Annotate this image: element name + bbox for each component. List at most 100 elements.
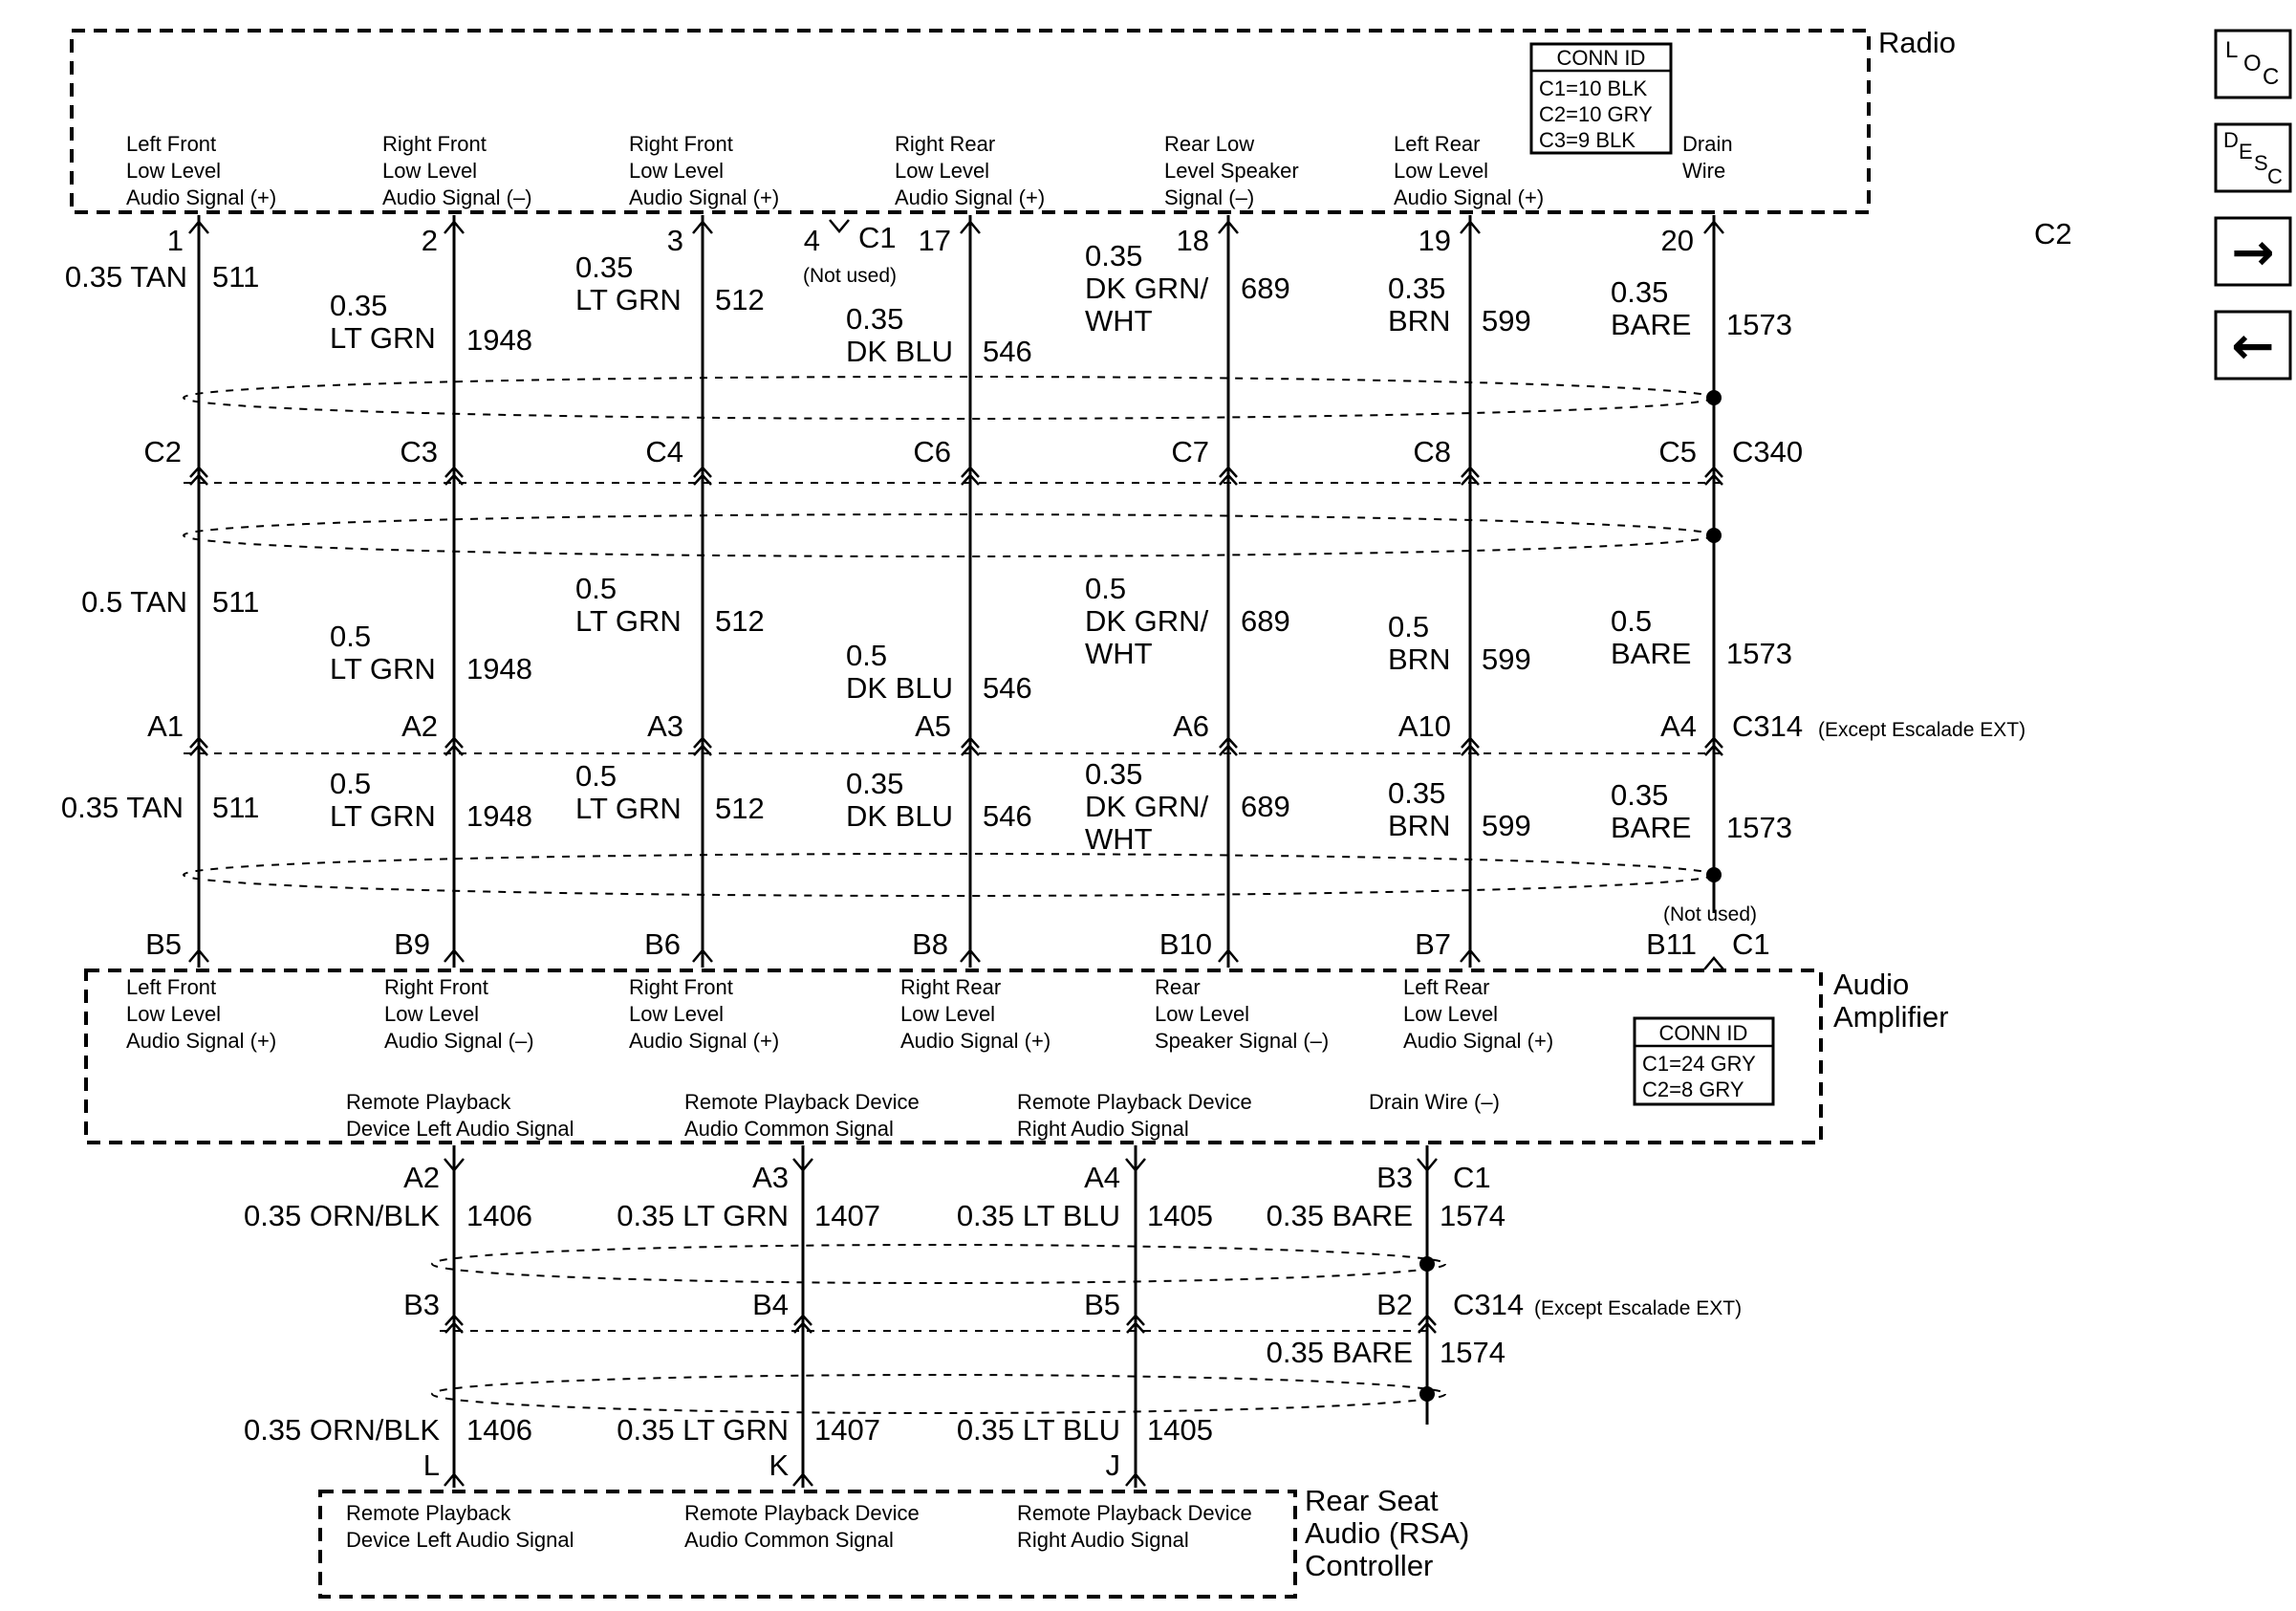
radio-conn-id-line: C2=10 GRY — [1539, 102, 1653, 126]
rsa-pin: L — [423, 1448, 440, 1482]
pin-marker — [188, 220, 209, 234]
c314-upper-note: (Except Escalade EXT) — [1818, 719, 2025, 741]
location-letter: L — [2225, 37, 2238, 63]
seg2-color: BRN — [1388, 642, 1450, 676]
connector-pin-marker — [189, 466, 208, 478]
seg2-gauge-color: 0.5 TAN — [81, 585, 187, 619]
c340-pin: C4 — [645, 435, 683, 468]
radio-conn-id: CONN ID C1=10 BLK C2=10 GRY C3=9 BLK — [1529, 42, 1673, 155]
previous-page-button[interactable]: ← — [2214, 310, 2292, 381]
amp-output-pin: A4 — [1084, 1161, 1120, 1194]
seg1-gauge: 0.35 — [1085, 239, 1142, 272]
amplifier-box — [84, 969, 1823, 1144]
rsa-signal-label: Remote Playback — [346, 1501, 511, 1525]
seg2-color: DK GRN/ — [1085, 604, 1209, 638]
rsa-bottom-gauge-color: 0.35 LT BLU — [957, 1413, 1120, 1447]
seg3-gauge: 0.35 — [1085, 757, 1142, 791]
amplifier-signal-label: Low Level — [629, 1002, 724, 1026]
left-arrow-icon: ← — [2231, 316, 2274, 376]
seg1-circuit-number: 546 — [983, 335, 1032, 368]
seg1-gauge: 0.35 — [846, 302, 903, 336]
radio-pin-number: 17 — [919, 224, 951, 257]
connector-pin-marker — [1704, 736, 1723, 749]
seg3-gauge-color: 0.35 TAN — [61, 791, 184, 824]
c314-upper-pin: A2 — [401, 709, 438, 743]
amplifier-signal-label: Audio Signal (+) — [629, 1029, 779, 1053]
connector-pin-marker — [444, 736, 464, 749]
description-letter: E — [2239, 140, 2253, 163]
radio-pin-not-used: (Not used) — [803, 265, 897, 287]
connector-pin-marker — [693, 473, 712, 486]
shield-ellipse — [431, 1374, 1446, 1414]
radio-conn-id-header: CONN ID — [1557, 46, 1646, 70]
rsa-title: Controller — [1305, 1549, 1433, 1582]
c314-lower-note: (Except Escalade EXT) — [1534, 1297, 1742, 1319]
seg3-circuit-number: 689 — [1241, 790, 1290, 823]
seg1-circuit-number: 689 — [1241, 272, 1290, 305]
seg1-circuit-number: 511 — [212, 260, 259, 294]
amplifier-signal-label: Left Front — [126, 975, 216, 999]
rsa-bottom-circuit-number: 1406 — [466, 1413, 532, 1447]
pin-marker — [1218, 948, 1239, 963]
connector-pin-marker — [961, 744, 980, 756]
radio-connector-c2: C2 — [2034, 217, 2072, 250]
radio-signal-label: Audio Signal (+) — [895, 185, 1045, 209]
amp-input-pin: B10 — [1159, 927, 1212, 961]
rsa-signal-label: Remote Playback Device — [684, 1501, 920, 1525]
c340-pin: C2 — [143, 435, 182, 468]
seg3-color: BARE — [1611, 811, 1691, 844]
seg3-gauge: 0.35 — [846, 767, 903, 800]
c340-pin: C6 — [913, 435, 951, 468]
c314-upper-pin: A6 — [1173, 709, 1209, 743]
amplifier-signal-label: Speaker Signal (–) — [1155, 1029, 1329, 1053]
seg3-gauge: 0.5 — [330, 767, 371, 800]
radio-signal-label: Rear Low — [1164, 132, 1254, 156]
amplifier-remote-signal-label: Drain Wire (–) — [1369, 1090, 1500, 1114]
connector-pin-marker — [793, 1321, 812, 1334]
seg3-color: LT GRN — [575, 792, 682, 825]
connector-pin-marker — [1461, 473, 1480, 486]
c314-upper-pin: A1 — [147, 709, 184, 743]
seg3-gauge: 0.35 — [1611, 778, 1668, 812]
connector-pin-marker — [1219, 473, 1238, 486]
pin-marker — [444, 220, 465, 234]
description-button[interactable]: D E S C — [2214, 122, 2292, 193]
connector-pin-marker — [1461, 744, 1480, 756]
amplifier-remote-signal-label: Remote Playback — [346, 1090, 511, 1114]
rsa-title: Rear Seat — [1305, 1484, 1439, 1517]
seg2-circuit-number: 599 — [1482, 642, 1531, 676]
connector-pin-marker — [1461, 466, 1480, 478]
connector-pin-marker — [1219, 744, 1238, 756]
seg3-circuit-number: 1573 — [1726, 811, 1792, 844]
amplifier-remote-signal-label: Remote Playback Device — [1017, 1090, 1252, 1114]
seg2-color: LT GRN — [330, 652, 436, 686]
amplifier-signal-label: Right Rear — [900, 975, 1001, 999]
drain-splice-dot — [1419, 1256, 1435, 1272]
seg1-circuit-number: 1573 — [1726, 308, 1792, 341]
seg1-color: LT GRN — [575, 283, 682, 316]
seg1-color: DK BLU — [846, 335, 953, 368]
connector-pin-marker — [1418, 1314, 1437, 1326]
description-letter: S — [2254, 151, 2268, 175]
amplifier-signal-label: Low Level — [126, 1002, 221, 1026]
seg3-gauge: 0.35 — [1388, 776, 1445, 810]
shield-layer — [183, 376, 1722, 1414]
location-button[interactable]: L O C — [2214, 29, 2292, 99]
seg2-gauge: 0.5 — [846, 639, 887, 672]
connector-pin-marker — [189, 744, 208, 756]
radio-signal-label: Audio Signal (+) — [629, 185, 779, 209]
pin-marker — [1125, 1158, 1146, 1172]
seg1-circuit-number: 599 — [1482, 304, 1531, 337]
unused-pin-marker — [1703, 956, 1724, 970]
connector-pin-marker — [961, 473, 980, 486]
seg1-circuit-number: 512 — [715, 283, 765, 316]
radio-signal-label: Drain — [1682, 132, 1733, 156]
seg3-circuit-number: 512 — [715, 792, 765, 825]
seg1-color: BARE — [1611, 308, 1691, 341]
next-page-button[interactable]: → — [2214, 216, 2292, 287]
seg2-circuit-number: 1573 — [1726, 637, 1792, 670]
radio-signal-label: Low Level — [1394, 159, 1488, 183]
seg1-gauge: 0.35 — [575, 250, 633, 284]
